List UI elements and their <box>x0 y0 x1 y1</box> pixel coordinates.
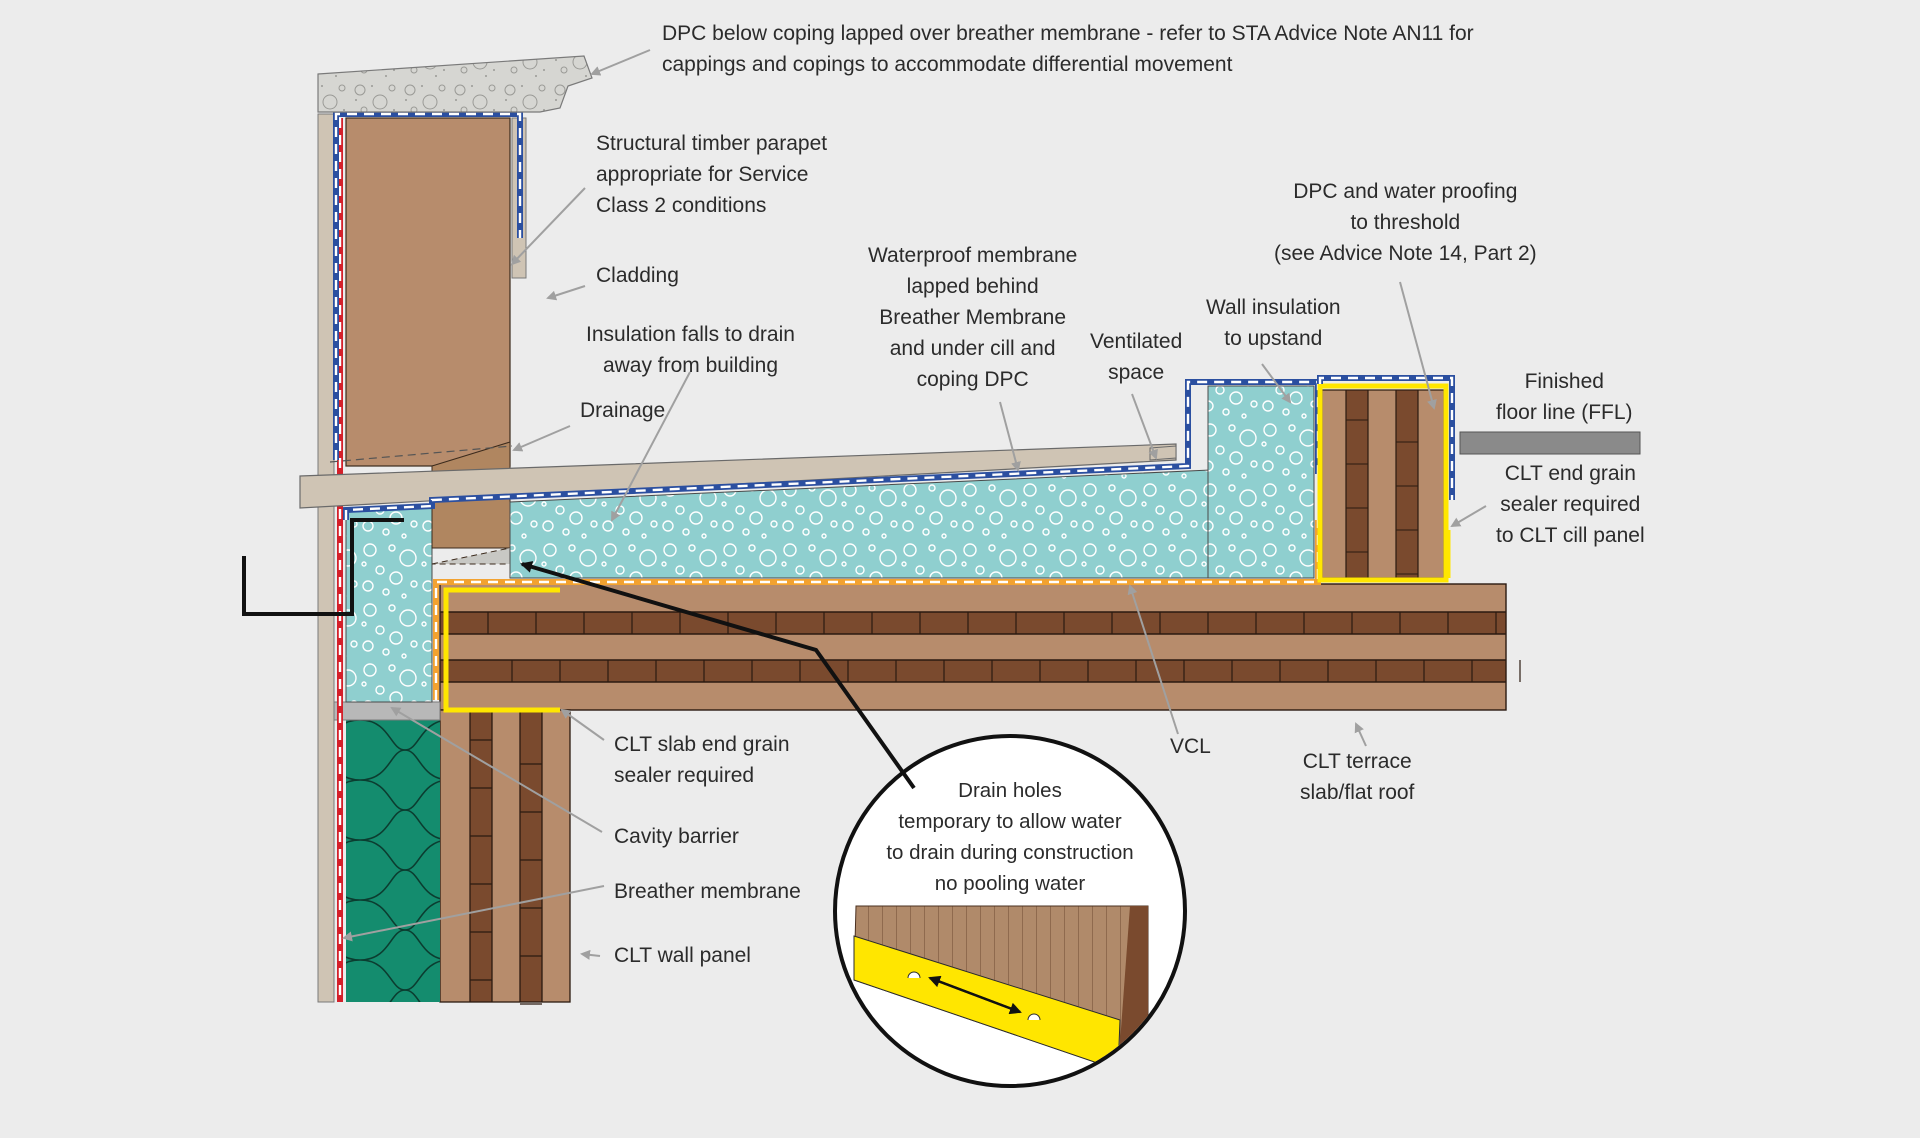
label-ffl: Finished floor line (FFL) <box>1496 370 1633 424</box>
label-drainage: Drainage <box>580 399 666 422</box>
callout-drain-holes-text: Drain holes temporary to allow water to … <box>886 779 1134 895</box>
label-dpc-threshold: DPC and water proofing to threshold (see… <box>1274 180 1537 265</box>
callout-pointer <box>520 561 916 790</box>
label-breather-membrane: Breather membrane <box>614 880 801 903</box>
label-ventilated-space: Ventilated space <box>1090 330 1183 384</box>
wall-insulation-green <box>346 720 440 1002</box>
label-cavity-barrier: Cavity barrier <box>614 825 739 848</box>
label-dpc-coping: DPC below coping lapped over breather me… <box>662 22 1474 76</box>
label-clt-slab-sealer: CLT slab end grain sealer required <box>614 733 790 787</box>
threshold-dpc <box>1317 375 1455 500</box>
parapet-dpc <box>333 111 523 460</box>
label-wall-insulation: Wall insulation to upstand <box>1206 296 1341 350</box>
cavity-barrier <box>331 701 441 721</box>
structural-timber-parapet <box>345 117 511 565</box>
label-waterproof-membrane: Waterproof membrane lapped behind Breath… <box>868 244 1078 391</box>
drain-holes-callout <box>833 734 1187 1088</box>
label-cladding: Cladding <box>596 264 679 287</box>
clt-cill-panel <box>1317 383 1449 583</box>
drainage-board <box>299 443 1177 509</box>
slab-edge-insulation <box>345 507 433 703</box>
coping <box>317 55 593 113</box>
label-structural-parapet: Structural timber parapet appropriate fo… <box>596 132 828 217</box>
drain-outlet <box>242 518 404 616</box>
slab-end-grain-sealer <box>443 587 560 713</box>
clt-terrace-slab <box>439 583 1521 711</box>
label-clt-wall-panel: CLT wall panel <box>614 944 751 967</box>
leader-lines <box>342 49 1487 960</box>
waterproof-membrane <box>343 379 1321 520</box>
label-vcl: VCL <box>1170 735 1211 758</box>
label-insulation-falls: Insulation falls to drain away from buil… <box>586 323 795 377</box>
clt-wall-panel <box>439 709 571 1005</box>
label-clt-cill-sealer: CLT end grain sealer required to CLT cil… <box>1496 462 1645 547</box>
upstand-insulation <box>1207 385 1315 579</box>
label-clt-terrace: CLT terrace slab/flat roof <box>1300 750 1415 804</box>
finished-floor-line <box>1459 431 1641 455</box>
